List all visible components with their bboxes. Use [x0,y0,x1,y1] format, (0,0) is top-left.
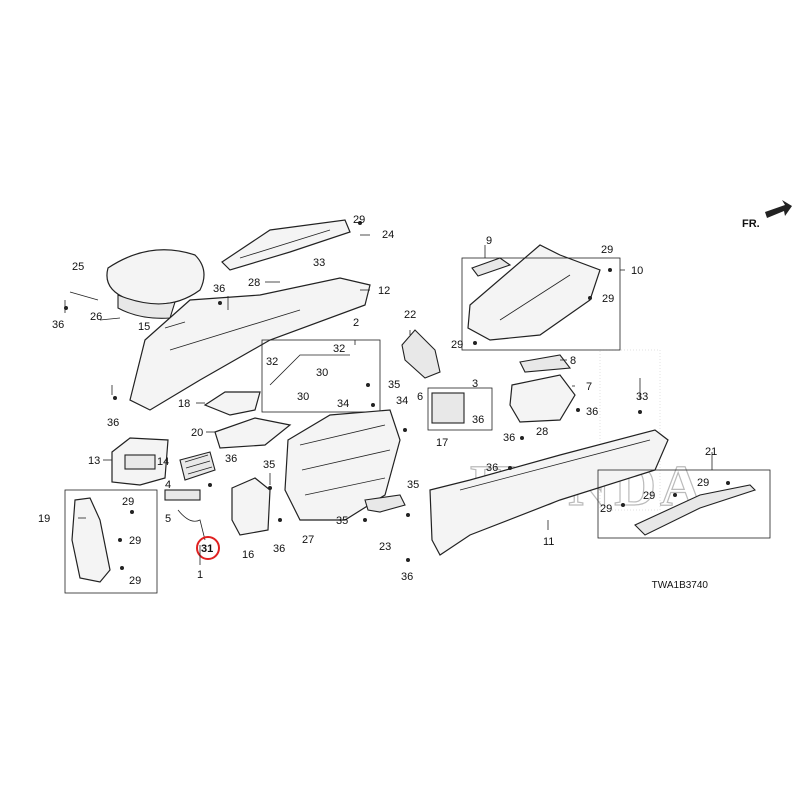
callout: 23 [379,541,391,553]
callout: 34 [337,398,349,410]
callout: 36 [52,319,64,331]
callout: 30 [297,391,309,403]
fastener-screws [64,221,730,570]
callout: 21 [705,446,717,458]
callout: 27 [302,534,314,546]
callout: 9 [486,235,492,247]
callout: 16 [242,549,254,561]
rear-vent-grille[interactable] [179,451,216,481]
callout: 33 [313,257,325,269]
callout: 7 [586,381,592,393]
callout: 11 [543,536,554,548]
callout: 29 [129,575,141,587]
armrest-lid[interactable] [69,249,205,319]
cup-holder-mat[interactable] [519,354,572,373]
callout: 6 [417,391,423,403]
callout: 2 [353,317,359,329]
callout: 29 [601,244,613,256]
callout: 17 [436,437,448,449]
callout: 35 [407,479,419,491]
shift-cover[interactable] [471,257,512,277]
callout: 24 [382,229,394,241]
console-main-body[interactable] [284,409,401,521]
callout-labels: 25 26 36 15 36 29 24 33 28 12 2 32 32 30… [38,214,717,587]
callout: 3 [472,378,478,390]
callout: 20 [191,427,203,439]
lower-handle[interactable] [364,494,406,513]
callout: 29 [353,214,365,226]
callout: 31 [201,543,213,555]
cup-holder[interactable] [509,374,576,423]
tray-mat[interactable] [203,391,261,416]
callout: 28 [536,426,548,438]
callout: 29 [600,503,612,515]
callout: 34 [396,395,408,407]
rear-cup-holder[interactable] [231,477,271,536]
callout: 36 [107,417,119,429]
callout: 36 [472,414,484,426]
callout: 36 [503,432,515,444]
callout: 10 [631,265,643,277]
shift-panel[interactable] [461,244,621,351]
callout: 13 [88,455,100,467]
console-top-garnish[interactable] [221,219,351,271]
callout: 19 [38,513,50,525]
usb-harness[interactable] [177,509,206,541]
callout: 36 [401,571,413,583]
highlight-circle [196,536,220,560]
callout: 14 [157,456,169,468]
callout: 29 [122,496,134,508]
callout: 29 [129,535,141,547]
callout: 36 [486,462,498,474]
callout: 32 [333,343,345,355]
callout: 5 [165,513,171,525]
callout: 36 [586,406,598,418]
callout: 30 [316,367,328,379]
console-side-panel-left[interactable] [129,277,371,411]
callout: 12 [378,285,390,297]
callout: 29 [602,293,614,305]
rear-console-garnish[interactable] [64,489,158,594]
callout: 32 [266,356,278,368]
switch-unit[interactable] [427,387,493,431]
callout: 35 [336,515,348,527]
callout: 36 [273,543,285,555]
shift-bracket[interactable] [401,329,441,379]
rear-vent-panel[interactable] [111,437,169,486]
callout: 36 [225,453,237,465]
callout: 29 [451,339,463,351]
callout: 35 [388,379,400,391]
callout: 26 [90,311,102,323]
watermark-dots [599,349,661,511]
front-arrow-icon [765,200,792,218]
callout: 36 [213,283,225,295]
console-bracket[interactable] [261,339,381,413]
callout: 29 [643,490,655,502]
callout: 4 [165,479,171,491]
callout: 1 [197,569,203,581]
callout: 29 [697,477,709,489]
callout: 28 [248,277,260,289]
callout: 33 [636,391,648,403]
callout: 22 [404,309,416,321]
callout: 35 [263,459,275,471]
switch-plate[interactable] [164,489,201,501]
leader-lines [64,234,713,565]
diagram-code: TWA1B3740 [651,580,708,591]
callout: 15 [138,321,150,333]
side-trim-strip[interactable] [597,469,771,539]
front-indicator-label: FR. [742,218,760,230]
callout: 8 [570,355,576,367]
console-mat[interactable] [214,417,292,449]
callout: 25 [72,261,84,273]
callout: 18 [178,398,190,410]
